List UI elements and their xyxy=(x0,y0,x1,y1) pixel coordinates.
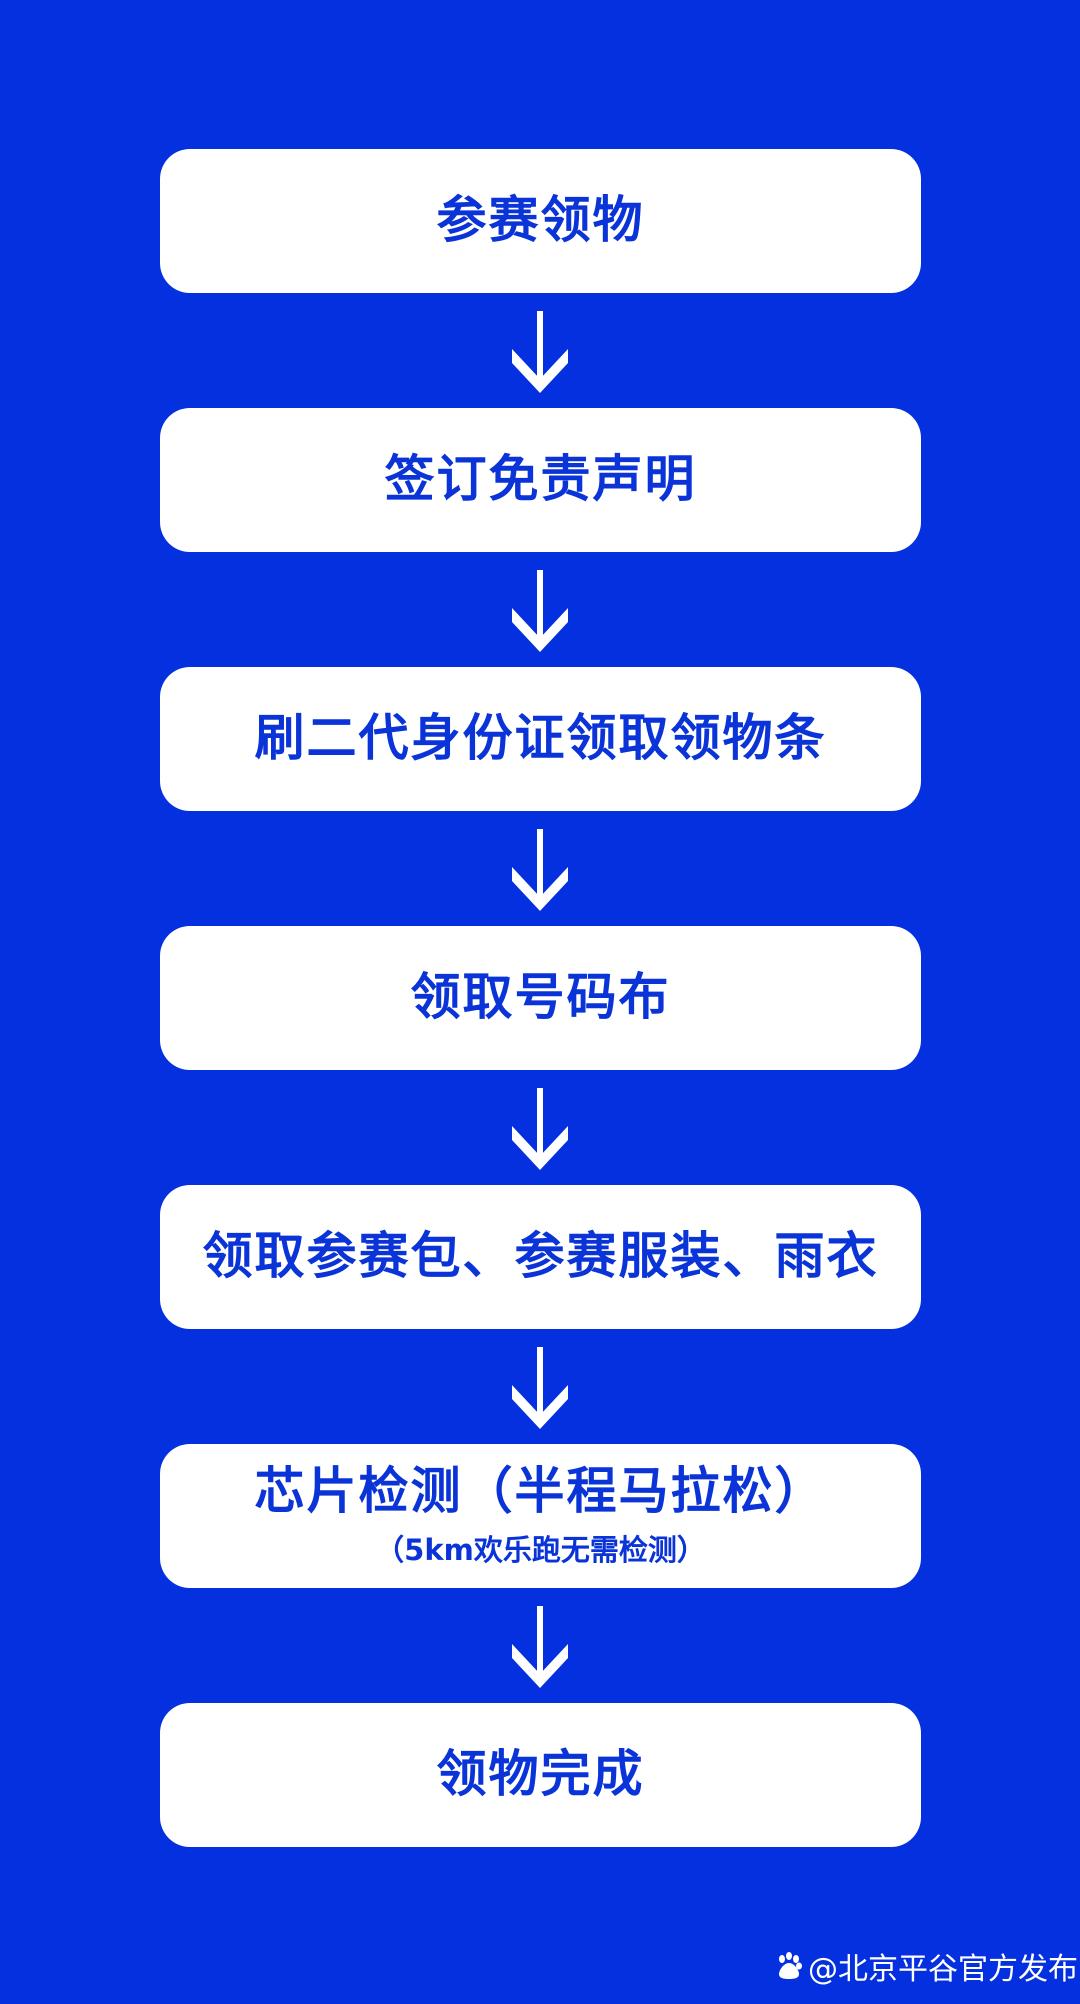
step-title: 芯片检测（半程马拉松） xyxy=(254,1462,827,1521)
down-arrow-icon xyxy=(512,1088,568,1170)
step-box-3: 刷二代身份证领取领物条 xyxy=(160,667,921,811)
step-box-5: 领取参赛包、参赛服装、雨衣 xyxy=(160,1185,921,1329)
down-arrow-icon xyxy=(512,829,568,911)
step-title: 参赛领物 xyxy=(436,191,645,250)
step-title: 领物完成 xyxy=(436,1745,645,1804)
down-arrow-icon xyxy=(512,1347,568,1429)
down-arrow-icon xyxy=(512,570,568,652)
watermark-text: @北京平谷官方发布 xyxy=(808,1952,1078,1987)
step-title: 签订免责声明 xyxy=(384,450,697,509)
down-arrow-icon xyxy=(512,1606,568,1688)
down-arrow-icon xyxy=(512,311,568,393)
step-note: （5km欢乐跑无需检测） xyxy=(375,1532,706,1567)
step-box-7: 领物完成 xyxy=(160,1703,921,1847)
step-title: 刷二代身份证领取领物条 xyxy=(254,709,827,768)
baidu-paw-icon xyxy=(779,1952,802,1979)
step-title: 领取参赛包、参赛服装、雨衣 xyxy=(202,1227,879,1286)
step-box-1: 参赛领物 xyxy=(160,149,921,293)
step-title: 领取号码布 xyxy=(410,968,671,1027)
step-box-2: 签订免责声明 xyxy=(160,408,921,552)
step-box-4: 领取号码布 xyxy=(160,926,921,1070)
watermark: @北京平谷官方发布 xyxy=(774,1944,1078,1988)
step-box-6: 芯片检测（半程马拉松） （5km欢乐跑无需检测） xyxy=(160,1444,921,1588)
